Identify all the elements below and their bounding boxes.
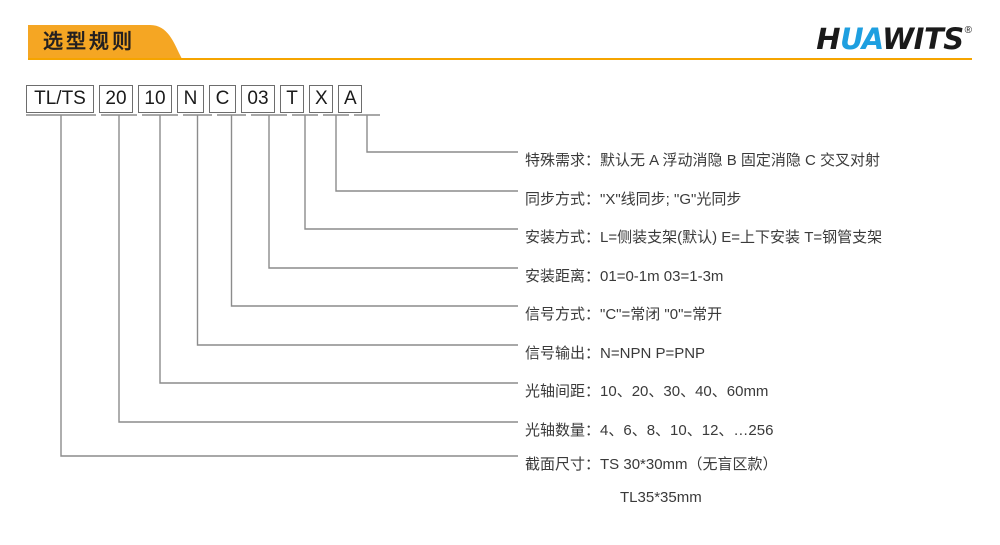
logo-part-2: UA <box>840 22 883 56</box>
description-beam-pitch: 光轴间距：10、20、30、40、60mm <box>525 383 768 401</box>
header-divider <box>28 58 972 60</box>
description-value-signal-output: N=NPN P=PNP <box>600 345 706 362</box>
description-label-special: 特殊需求： <box>525 152 601 169</box>
description-value-series: TS 30*30mm（无盲区款） <box>600 456 778 473</box>
registered-trademark-icon: ® <box>964 25 972 36</box>
section-title: 选型规则 <box>43 31 135 53</box>
code-box-beam-count: 20 <box>99 85 133 113</box>
description-label-signal-output: 信号输出： <box>525 345 601 362</box>
description-label-beam-count: 光轴数量： <box>525 422 601 439</box>
description-value-series-secondary: TL35*35mm <box>620 489 702 506</box>
logo-part-1: H <box>816 22 841 56</box>
description-special: 特殊需求：默认无 A 浮动消隐 B 固定消隐 C 交叉对射 <box>525 152 880 170</box>
section-banner-shape <box>28 25 182 59</box>
description-distance: 安装距离：01=0-1m 03=1-3m <box>525 268 723 286</box>
description-label-distance: 安装距离： <box>525 268 601 285</box>
code-box-distance: 03 <box>241 85 275 113</box>
code-box-sync-mode: X <box>309 85 333 113</box>
code-box-signal-mode: C <box>209 85 236 113</box>
description-value-beam-pitch: 10、20、30、40、60mm <box>600 383 769 400</box>
description-signal-output: 信号输出：N=NPN P=PNP <box>525 345 705 363</box>
description-value-signal-mode: "C"=常闭 "0"=常开 <box>600 306 723 323</box>
logo-part-3: WITS <box>882 22 964 56</box>
description-value-mounting: L=侧装支架(默认) E=上下安装 T=钢管支架 <box>600 229 883 246</box>
code-box-series: TL/TS <box>26 85 94 113</box>
description-sync-mode: 同步方式："X"线同步; "G"光同步 <box>525 191 741 209</box>
description-value-special: 默认无 A 浮动消隐 B 固定消隐 C 交叉对射 <box>600 152 881 169</box>
description-label-sync-mode: 同步方式： <box>525 191 601 208</box>
description-value-distance: 01=0-1m 03=1-3m <box>600 268 724 285</box>
description-label-signal-mode: 信号方式： <box>525 306 601 323</box>
description-mounting: 安装方式：L=侧装支架(默认) E=上下安装 T=钢管支架 <box>525 229 882 247</box>
brand-logo-text: HUAWITS <box>816 22 964 56</box>
description-label-mounting: 安装方式： <box>525 229 601 246</box>
description-signal-mode: 信号方式："C"=常闭 "0"=常开 <box>525 306 722 324</box>
code-box-special: A <box>338 85 362 113</box>
code-box-beam-pitch: 10 <box>138 85 172 113</box>
description-label-series: 截面尺寸： <box>525 456 601 473</box>
description-value-beam-count: 4、6、8、10、12、…256 <box>600 422 774 439</box>
description-label-beam-pitch: 光轴间距： <box>525 383 601 400</box>
description-beam-count: 光轴数量：4、6、8、10、12、…256 <box>525 422 773 440</box>
page-header: 选型规则 HUAWITS ® <box>0 0 1000 70</box>
code-box-signal-output: N <box>177 85 204 113</box>
description-value-sync-mode: "X"线同步; "G"光同步 <box>600 191 742 208</box>
code-box-mounting: T <box>280 85 304 113</box>
description-series: 截面尺寸：TS 30*30mm（无盲区款） <box>525 456 778 474</box>
brand-logo: HUAWITS ® <box>816 24 972 54</box>
